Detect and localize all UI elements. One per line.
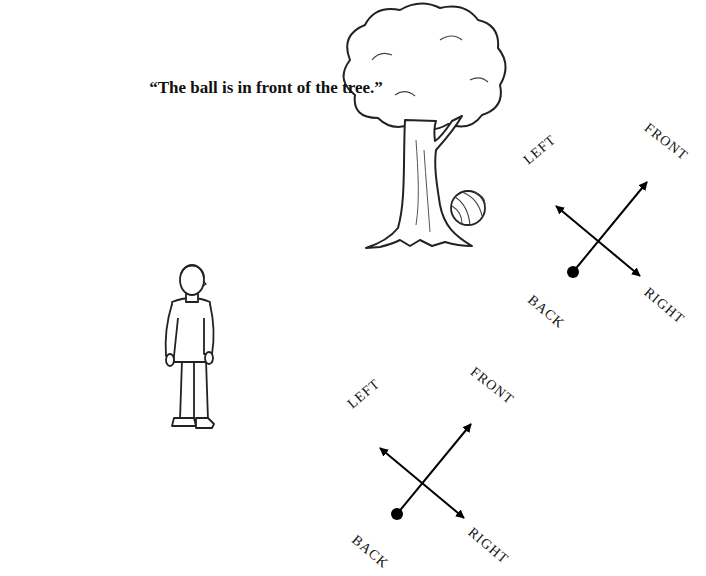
direction-label: LEFT [521, 132, 560, 168]
direction-cross [556, 182, 647, 278]
direction-label: BACK [524, 292, 567, 332]
tree-bark [416, 140, 430, 232]
direction-cross [380, 424, 471, 520]
direction-label: BACK [348, 532, 391, 572]
person [166, 265, 214, 428]
tree-crown [344, 3, 506, 129]
ball [451, 191, 485, 225]
direction-label: FRONT [467, 364, 517, 408]
direction-label: RIGHT [641, 285, 688, 328]
direction-label: RIGHT [465, 525, 512, 568]
direction-label: LEFT [345, 376, 384, 412]
tree-crown-detail [372, 36, 488, 96]
direction-label: FRONT [641, 120, 691, 164]
caption-quote: “The ball is in front of the tree.” [149, 78, 383, 98]
tree-trunk [366, 116, 472, 248]
